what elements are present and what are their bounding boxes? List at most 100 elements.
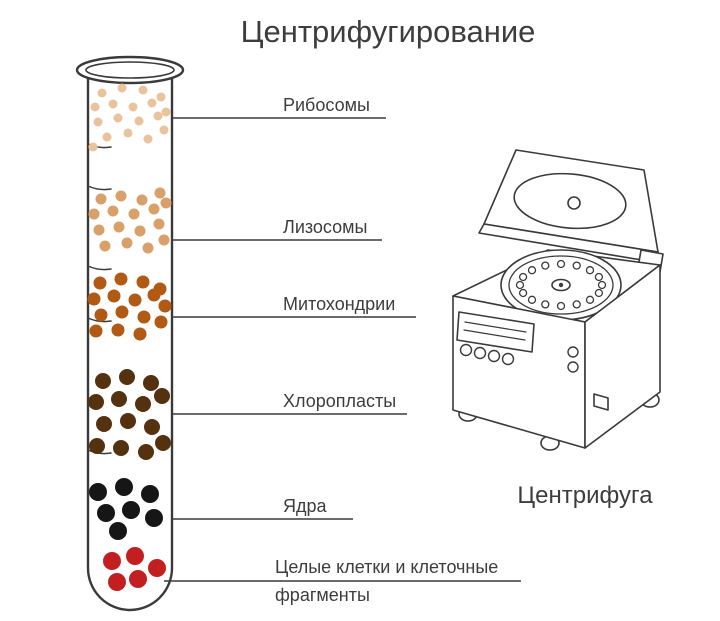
nuclei-particle [97, 504, 115, 522]
rotor-slot [556, 259, 566, 269]
rotor-slot-ring [515, 259, 607, 311]
ribosomes-particle [113, 113, 123, 123]
chloroplasts-particle [96, 416, 112, 432]
lysosomes-particle [158, 234, 170, 246]
mitochondria-particle [89, 324, 103, 338]
ribosomes-particle [161, 107, 171, 117]
mitochondria-particle [114, 272, 128, 286]
lysosomes-particle [95, 193, 107, 205]
centrifuge-illustration [452, 149, 664, 451]
tube-particles [87, 83, 172, 591]
callout-label-ribosomes: Рибосомы [283, 95, 370, 115]
ribosomes-particle [134, 116, 144, 126]
centrifuge-caption: Центрифуга [517, 482, 653, 509]
lysosomes-particle [88, 208, 100, 220]
rotor-slot [518, 288, 528, 298]
whole-cells-particle [108, 573, 126, 591]
whole-cells-particle [148, 559, 166, 577]
mitochondria-particle [158, 299, 172, 313]
mitochondria-particle [133, 327, 147, 341]
rotor-slot [527, 266, 537, 275]
test-tube-rim-outer [75, 55, 185, 85]
ribosomes-particle [147, 98, 157, 108]
mitochondria-particle [111, 323, 125, 337]
nuclei-particle [141, 485, 159, 503]
centrifuge-side-knobs [567, 346, 579, 373]
callout-lines [164, 117, 521, 582]
mitochondria-particle [107, 289, 121, 303]
chloroplasts-particle [120, 413, 136, 429]
test-tube-body [86, 76, 174, 612]
lysosomes-particle [153, 218, 165, 230]
centrifuge-power-switch [593, 393, 609, 411]
lysosomes-particle [113, 221, 125, 233]
chloroplasts-particle [135, 396, 151, 412]
chloroplasts-particle [143, 375, 159, 391]
centrifuge-display [456, 311, 535, 353]
lysosomes-particle [115, 190, 127, 202]
callout-label-whole-cells-line2: фрагменты [275, 585, 370, 605]
mitochondria-particle [137, 310, 151, 324]
callout-label-mitochondria: Митохондрии [283, 294, 396, 314]
mitochondria-particle [87, 292, 101, 306]
chloroplasts-particle [154, 388, 170, 404]
whole-cells-particle [129, 570, 147, 588]
mitochondria-particle [128, 293, 142, 307]
rotor-slot [594, 288, 604, 298]
lysosomes-particle [121, 237, 133, 249]
mitochondria-particle [136, 275, 150, 289]
lysosomes-particle [128, 208, 140, 220]
nuclei-particle [109, 522, 127, 540]
callout-label-nuclei: Ядра [283, 496, 327, 516]
rotor-slot [585, 295, 595, 304]
ribosomes-particle [102, 132, 112, 142]
rotor-slot [515, 280, 525, 290]
lysosomes-particle [142, 242, 154, 254]
chloroplasts-particle [113, 440, 129, 456]
ribosomes-particle [159, 125, 169, 135]
rotor-slot [541, 300, 550, 309]
lysosomes-particle [148, 203, 160, 215]
callout-label-chloroplasts: Хлоропласты [283, 391, 397, 411]
callout-label-lysosomes: Лизосомы [283, 217, 368, 237]
chloroplasts-particle [144, 419, 160, 435]
lysosomes-particle [93, 224, 105, 236]
chloroplasts-particle [138, 444, 154, 460]
chloroplasts-particle [119, 369, 135, 385]
rotor-slot [572, 261, 581, 270]
centrifuge-rotor [500, 249, 622, 321]
chloroplasts-particle [88, 394, 104, 410]
chloroplasts-particle [89, 438, 105, 454]
lysosomes-particle [154, 187, 166, 199]
ribosomes-particle [143, 134, 153, 144]
rotor-slot [597, 280, 607, 290]
centrifuge-lid [478, 149, 659, 263]
lysosomes-particle [136, 194, 148, 206]
page-title: Центрифугирование [240, 14, 536, 49]
ribosomes-particle [93, 117, 103, 127]
ribosomes-particle [97, 88, 107, 98]
nuclei-particle [89, 483, 107, 501]
test-tube-rim-inner [85, 61, 175, 79]
nuclei-particle [122, 501, 140, 519]
ribosomes-particle [108, 99, 118, 109]
ribosomes-particle [138, 85, 148, 95]
ribosomes-particle [117, 83, 127, 93]
rotor-slot [585, 266, 595, 275]
ribosomes-particle [88, 142, 98, 152]
lysosomes-particle [160, 197, 172, 209]
ribosomes-particle [153, 111, 163, 121]
chloroplasts-particle [111, 391, 127, 407]
rotor-slot [527, 295, 537, 304]
callout-label-whole-cells-line1: Целые клетки и клеточные [275, 557, 499, 577]
lysosomes-particle [99, 240, 111, 252]
ribosomes-particle [128, 102, 138, 112]
lid-center-knob [567, 196, 581, 210]
mitochondria-particle [154, 315, 168, 329]
chloroplasts-particle [155, 435, 171, 451]
rotor-slot [556, 301, 566, 311]
whole-cells-particle [103, 552, 121, 570]
centrifuge-control-buttons [459, 343, 515, 366]
